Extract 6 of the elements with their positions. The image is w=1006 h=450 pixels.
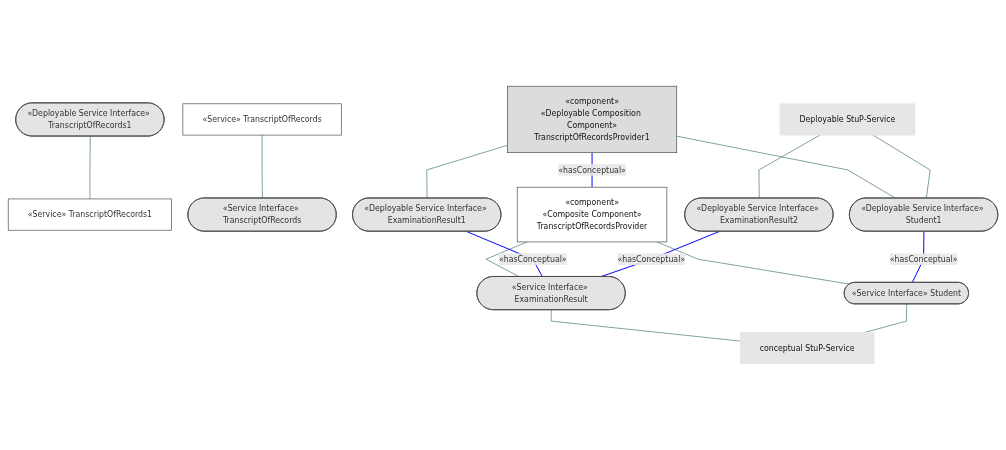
connector <box>550 309 741 342</box>
connector <box>89 136 91 200</box>
connector <box>466 231 543 278</box>
connector <box>261 134 263 199</box>
connector <box>872 134 931 199</box>
connector <box>426 145 508 199</box>
